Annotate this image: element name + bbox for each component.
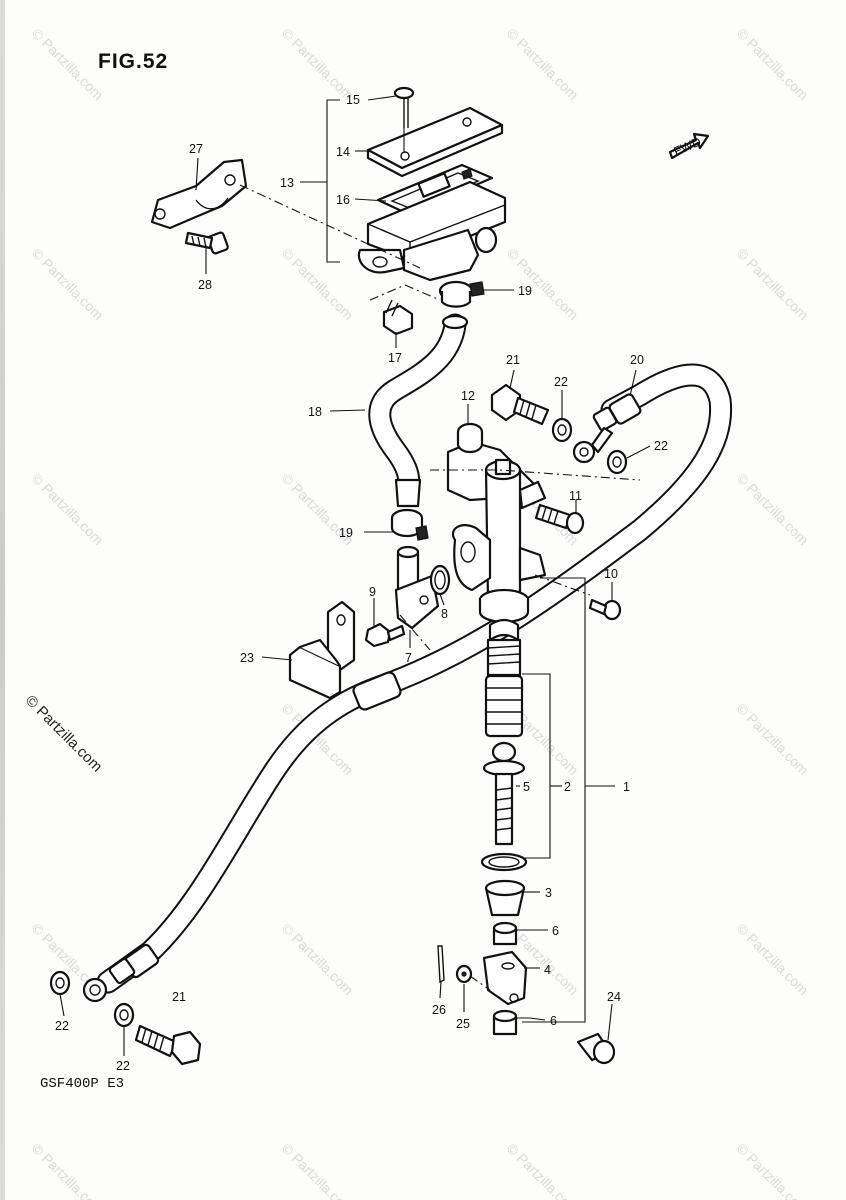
label-6-lower[interactable]: 6 xyxy=(550,1014,557,1028)
label-20[interactable]: 20 xyxy=(630,353,644,367)
label-24[interactable]: 24 xyxy=(607,990,621,1004)
label-7[interactable]: 7 xyxy=(405,651,412,665)
label-27[interactable]: 27 xyxy=(189,142,203,156)
bolt-17[interactable] xyxy=(382,299,414,336)
union-bolt-21-lower[interactable] xyxy=(134,1024,202,1066)
washer-22-lower-right[interactable] xyxy=(113,1002,135,1028)
label-21-upper[interactable]: 21 xyxy=(506,353,520,367)
label-11[interactable]: 11 xyxy=(569,489,582,503)
figure-title: FIG.52 xyxy=(98,50,169,73)
reservoir-body-13[interactable] xyxy=(357,180,507,282)
cotter-pin-26[interactable] xyxy=(437,945,445,984)
hose-clamp-19-upper[interactable] xyxy=(438,280,485,308)
nut-6-upper[interactable] xyxy=(492,921,518,946)
o-ring-8[interactable] xyxy=(429,564,451,596)
diaphragm-16[interactable] xyxy=(376,163,494,216)
hose-clamp-23[interactable] xyxy=(288,600,356,700)
label-21-lower[interactable]: 21 xyxy=(172,990,186,1004)
bolt-11[interactable] xyxy=(534,503,585,535)
label-16[interactable]: 16 xyxy=(336,193,350,207)
label-13[interactable]: 13 xyxy=(280,176,294,190)
bolt-28[interactable] xyxy=(184,231,229,255)
piston-2[interactable] xyxy=(482,674,526,777)
washer-22-lower-left[interactable] xyxy=(49,970,71,996)
reservoir-cap-14[interactable] xyxy=(366,106,504,178)
screw-9[interactable] xyxy=(364,622,406,648)
label-22-right[interactable]: 22 xyxy=(654,439,668,453)
label-25[interactable]: 25 xyxy=(456,1017,470,1031)
label-17[interactable]: 17 xyxy=(388,351,402,365)
label-28[interactable]: 28 xyxy=(198,278,212,292)
label-18[interactable]: 18 xyxy=(308,405,322,419)
label-8[interactable]: 8 xyxy=(441,607,448,621)
cap-12[interactable] xyxy=(456,422,484,454)
label-5[interactable]: 5 xyxy=(523,780,530,794)
label-15[interactable]: 15 xyxy=(346,93,360,107)
screw-15[interactable] xyxy=(393,86,415,152)
label-2[interactable]: 2 xyxy=(564,780,571,794)
label-10[interactable]: 10 xyxy=(604,567,618,581)
hose-clamp-19-lower[interactable] xyxy=(390,508,429,541)
screw-10[interactable] xyxy=(588,598,622,621)
model-code: GSF400P E3 xyxy=(40,1076,125,1092)
label-22-upper[interactable]: 22 xyxy=(554,375,568,389)
label-26[interactable]: 26 xyxy=(432,1003,446,1017)
label-23[interactable]: 23 xyxy=(240,651,254,665)
label-14[interactable]: 14 xyxy=(336,145,350,159)
forward-label: FWD xyxy=(672,134,704,158)
part-numbers: 15 14 27 13 16 28 19 17 21 22 20 18 12 2… xyxy=(55,93,668,1073)
boot-3[interactable] xyxy=(484,879,526,917)
union-bolt-21-upper[interactable] xyxy=(490,383,550,426)
washer-25[interactable] xyxy=(455,964,473,984)
nut-6-lower[interactable] xyxy=(492,1009,518,1036)
label-4[interactable]: 4 xyxy=(544,963,551,977)
push-rod-5[interactable] xyxy=(494,772,514,846)
washer-22-upper[interactable] xyxy=(551,417,573,443)
label-22-lower-left[interactable]: 22 xyxy=(55,1019,69,1033)
label-19-lower[interactable]: 19 xyxy=(339,526,353,540)
label-3[interactable]: 3 xyxy=(545,886,552,900)
forward-arrow-icon: FWD xyxy=(668,132,710,160)
spring-2[interactable] xyxy=(486,618,522,677)
label-22-lower-right[interactable]: 22 xyxy=(116,1059,130,1073)
label-19-upper[interactable]: 19 xyxy=(518,284,532,298)
bracket-27[interactable] xyxy=(150,158,248,230)
label-6-upper[interactable]: 6 xyxy=(552,924,559,938)
circlip[interactable] xyxy=(480,852,528,872)
pin-24[interactable] xyxy=(576,1032,616,1065)
washer-22-right[interactable] xyxy=(606,449,628,475)
label-1[interactable]: 1 xyxy=(623,780,630,794)
label-9[interactable]: 9 xyxy=(369,585,376,599)
hose-joint-7[interactable] xyxy=(394,545,440,630)
reservoir-hose-18[interactable] xyxy=(368,313,469,508)
clevis-4[interactable] xyxy=(482,950,528,1006)
label-12[interactable]: 12 xyxy=(461,389,475,403)
master-cylinder-body[interactable] xyxy=(446,440,547,624)
leader-lines xyxy=(59,95,651,1056)
